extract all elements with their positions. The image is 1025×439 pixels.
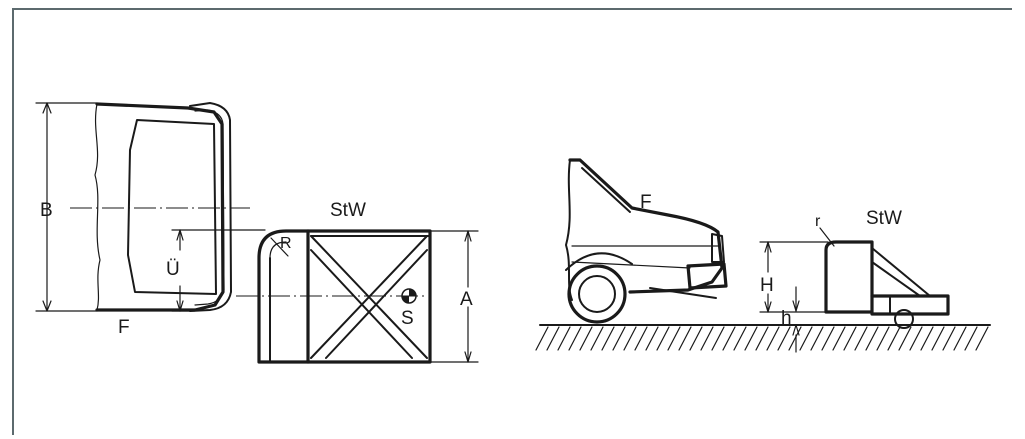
label-R: R — [280, 235, 292, 252]
ground-line — [535, 324, 991, 351]
dimension-U: Ü — [166, 229, 266, 312]
top-view: B Ü F R — [35, 102, 479, 364]
label-StW-side-view: StW — [866, 208, 902, 229]
label-StW-top-view: StW — [330, 200, 366, 221]
side-view: F r StW H — [535, 158, 991, 353]
label-A: A — [460, 289, 473, 310]
label-S: S — [401, 308, 414, 329]
car-side-view: F — [565, 158, 728, 324]
label-U: Ü — [166, 259, 180, 280]
label-r: r — [815, 213, 821, 230]
label-B: B — [40, 200, 53, 221]
label-F-side-view: F — [640, 192, 652, 213]
dimension-B: B — [35, 102, 98, 312]
label-H: H — [760, 275, 774, 296]
dimension-h: h — [781, 286, 800, 353]
dimension-H: H — [759, 241, 829, 313]
label-F-top-view: F — [118, 317, 130, 338]
car-top-view — [94, 102, 232, 312]
diagram-frame — [12, 8, 1012, 435]
dimension-A: A — [429, 230, 479, 363]
barrier-side-view: r StW — [815, 208, 950, 329]
label-h: h — [781, 308, 792, 329]
barrier-top-view: R S StW — [257, 200, 432, 364]
